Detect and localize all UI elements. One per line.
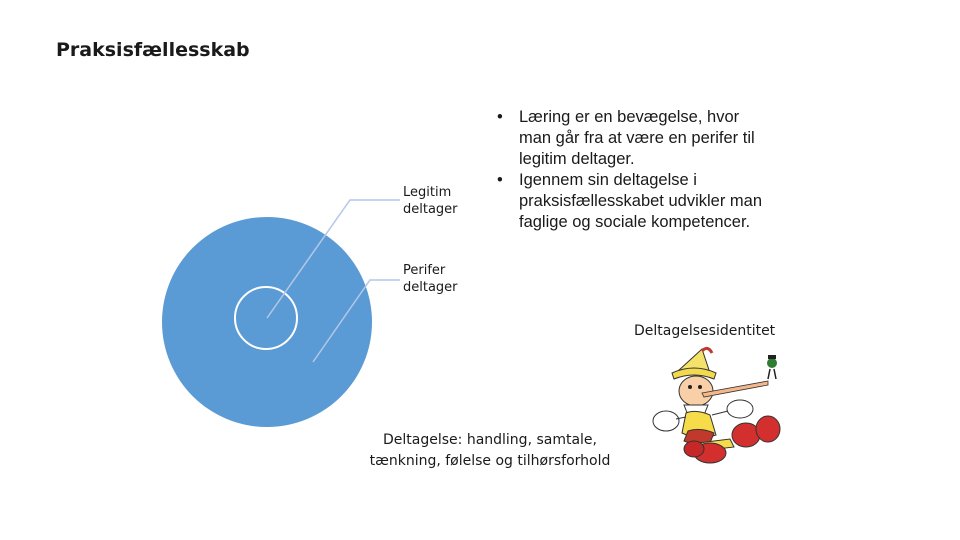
core-inner-circle [234,286,298,350]
participation-identity-label: Deltagelsesidentitet [634,323,776,339]
bullet-item: • Igennem sin deltagelse i praksisfælles… [495,170,805,233]
peripheral-connector-line [312,279,400,363]
bullet-line: Læring er en bevægelse, hvor [519,108,740,126]
bullet-line: legitim deltager. [519,150,635,168]
slide-title: Praksisfællesskab [56,39,250,61]
peripheral-participant-label: Perifer deltager [403,262,483,296]
peripheral-label-line1: Perifer [403,263,446,278]
bullet-mark: • [497,171,503,189]
peripheral-label-line2: deltager [403,280,458,295]
participation-caption: Deltagelse: handling, samtale, tænkning,… [355,430,625,472]
caption-line2: tænkning, følelse og tilhørsforhold [369,453,611,469]
legitimate-connector-line [266,199,400,319]
bullet-list: • Læring er en bevægelse, hvor man går f… [495,107,805,233]
community-outer-circle [162,217,372,427]
bullet-mark: • [497,108,503,126]
bullet-item: • Læring er en bevægelse, hvor man går f… [495,107,805,170]
bullet-line: praksisfællesskabet udvikler man [519,192,763,210]
legitimate-label-line1: Legitim [403,185,452,200]
bullet-line: man går fra at være en perifer til [519,129,755,147]
bullet-line: Igennem sin deltagelse i [519,171,697,189]
caption-line1: Deltagelse: handling, samtale, [383,432,597,448]
pinocchio-cartoon-icon [652,346,781,464]
legitimate-participant-label: Legitim deltager [403,184,483,218]
legitimate-label-line2: deltager [403,202,458,217]
bullet-line: faglige og sociale kompetencer. [519,213,751,231]
